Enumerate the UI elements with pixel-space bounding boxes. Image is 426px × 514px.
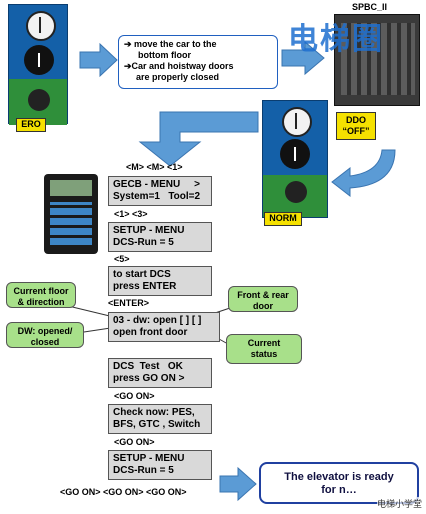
- menu-box-3: to start DCS press ENTER: [108, 266, 212, 296]
- instruction-line-3: ➔Car and hoistway doors: [124, 61, 234, 71]
- callout-front-rear-line-2: door: [253, 301, 273, 311]
- menu-box-2-line-1: SETUP - MENU: [113, 225, 185, 236]
- spbc-board-label: SPBC_II: [352, 2, 388, 12]
- ero-switch-icon: [28, 89, 50, 111]
- instruction-box: ➔ move the car to the bottom floor ➔Car …: [118, 35, 278, 89]
- menu-box-4-line-2: open front door: [113, 327, 188, 338]
- ero-label: ERO: [16, 118, 46, 132]
- callout-dw-state-line-2: closed: [30, 337, 60, 347]
- menu-box-6-line-1: Check now: PES,: [113, 407, 195, 418]
- menu-box-6-line-2: BFS, GTC , Switch: [113, 419, 201, 430]
- menu-box-1-line-2: System=1 Tool=2: [113, 191, 201, 202]
- menu-box-1: GECB - MENU > System=1 Tool=2: [108, 176, 212, 206]
- menu-box-4-line-1: 03 - dw: open [ ] [ ]: [113, 315, 202, 326]
- cmd-3: <5>: [114, 254, 130, 264]
- cmd-2: <1> <3>: [114, 209, 148, 219]
- callout-current-status-line-1: Current: [247, 338, 281, 348]
- down-arrow-icon: [24, 45, 54, 75]
- callout-front-rear: Front & rear door: [228, 286, 298, 312]
- callout-current-floor-line-1: Current floor: [13, 286, 69, 296]
- arrow-curved-ddo-norm: [331, 149, 396, 198]
- menu-box-5: DCS Test OK press GO ON >: [108, 358, 212, 388]
- callout-current-floor-line-2: & direction: [17, 297, 65, 307]
- ddo-label: DDO “OFF”: [336, 112, 376, 140]
- callout-dw-state: DW: opened/ closed: [6, 322, 84, 348]
- instruction-line-1: ➔ move the car to the: [124, 39, 217, 49]
- norm-switch-icon: [285, 181, 307, 203]
- menu-box-2: SETUP - MENU DCS-Run = 5: [108, 222, 212, 252]
- menu-box-6: Check now: PES, BFS, GTC , Switch: [108, 404, 212, 434]
- menu-box-7: SETUP - MENU DCS-Run = 5: [108, 450, 212, 480]
- ready-line-1: The elevator is ready: [284, 471, 394, 483]
- menu-box-1-line-1: GECB - MENU >: [113, 179, 200, 190]
- menu-box-3-line-1: to start DCS: [113, 269, 171, 280]
- ddo-label-line1: DDO: [346, 115, 366, 125]
- norm-panel: [262, 100, 328, 218]
- ddo-label-line2: “OFF”: [342, 126, 370, 136]
- instruction-line-4: are properly closed: [136, 72, 220, 82]
- up-arrow-icon: [26, 11, 56, 41]
- down-arrow-icon: [280, 139, 310, 169]
- up-arrow-icon: [282, 107, 312, 137]
- menu-box-5-line-1: DCS Test OK: [113, 361, 183, 372]
- cmd-1: <M> <M> <1>: [126, 162, 183, 172]
- callout-front-rear-line-1: Front & rear: [237, 290, 289, 300]
- arrow-down-bent: [138, 111, 259, 167]
- spbc-board: [334, 14, 420, 106]
- norm-label: NORM: [264, 212, 302, 226]
- cmd-4: <ENTER>: [108, 298, 150, 308]
- cmd-5: <GO ON>: [114, 391, 155, 401]
- arrow-right-1: [79, 42, 118, 78]
- menu-box-7-line-1: SETUP - MENU: [113, 453, 185, 464]
- menu-box-2-line-2: DCS-Run = 5: [113, 237, 174, 248]
- instruction-line-2: bottom floor: [138, 50, 191, 60]
- menu-box-7-line-2: DCS-Run = 5: [113, 465, 174, 476]
- cmd-7: <GO ON> <GO ON> <GO ON>: [60, 487, 187, 497]
- footer-watermark: 电梯小学堂: [376, 497, 422, 510]
- cmd-6: <GO ON>: [114, 437, 155, 447]
- callout-current-floor: Current floor & direction: [6, 282, 76, 308]
- arrow-right-2: [281, 40, 325, 76]
- menu-box-5-line-2: press GO ON >: [113, 373, 185, 384]
- callout-dw-state-line-1: DW: opened/: [17, 326, 73, 336]
- service-tool-device: [44, 174, 98, 254]
- arrow-right-final: [219, 466, 257, 502]
- callout-current-status-line-2: status: [250, 349, 278, 359]
- ero-panel: [8, 4, 68, 125]
- watermark-text: 电梯圈: [288, 22, 384, 57]
- menu-box-4: 03 - dw: open [ ] [ ] open front door: [108, 312, 220, 342]
- menu-box-3-line-2: press ENTER: [113, 281, 177, 292]
- callout-current-status: Current status: [226, 334, 302, 364]
- ready-line-2: for n…: [321, 484, 357, 496]
